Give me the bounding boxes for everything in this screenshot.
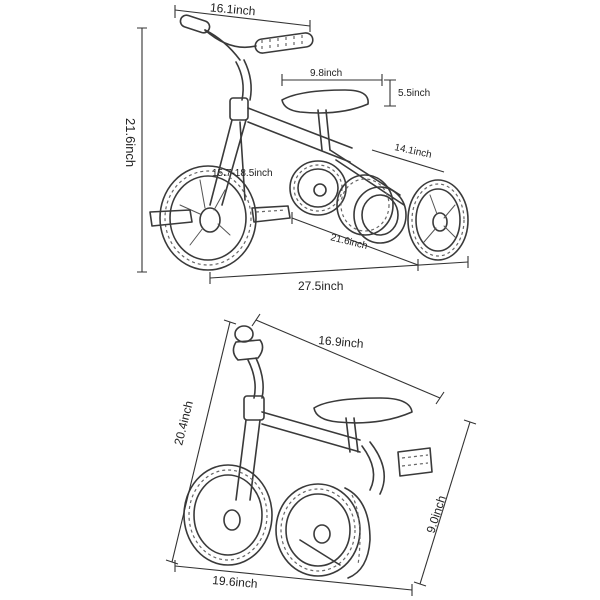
folded-dimension-lines: [165, 313, 477, 596]
label-seat-length: 9.8inch: [310, 68, 342, 79]
label-seat-height: 5.5inch: [398, 88, 430, 99]
label-folded-depth: 9.0inch: [424, 494, 449, 535]
trike-dimension-lines: [137, 5, 469, 284]
folded-bike-illustration: [183, 325, 433, 579]
label-folded-length: 19.6inch: [212, 573, 258, 591]
label-folded-height: 20.4inch: [171, 399, 196, 446]
label-folded-diagonal: 16.9inch: [318, 333, 364, 351]
folded-dimension-labels: 16.9inch 20.4inch 9.0inch 19.6inch: [171, 333, 448, 591]
label-total-length: 27.5inch: [298, 279, 343, 293]
label-seat-range: 15.7-18.5inch: [212, 168, 273, 179]
trike-illustration: [149, 14, 469, 271]
label-handlebar-width: 16.1inch: [210, 0, 256, 18]
label-trike-height: 21.6inch: [123, 118, 138, 167]
